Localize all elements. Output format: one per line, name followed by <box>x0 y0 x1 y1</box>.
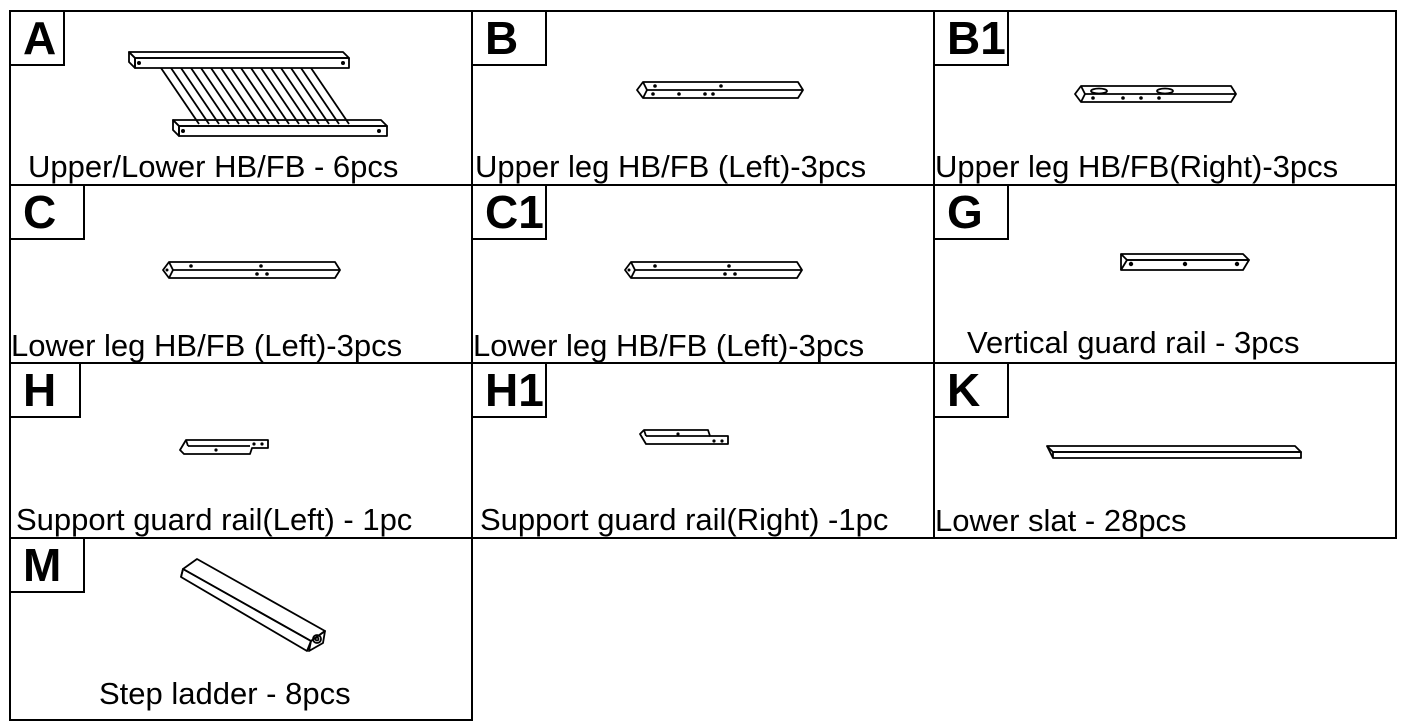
part-caption: Lower leg HB/FB (Left)-3pcs <box>11 328 403 363</box>
part-cell-h1: H1 Support guard rail(Right) -1pc <box>471 362 935 539</box>
part-cell-c1: C1 Lower leg HB/FB (Left)-3pcs <box>471 184 935 364</box>
lower-leg-left-drawing <box>162 261 341 279</box>
part-caption: Lower slat - 28pcs <box>935 503 1187 538</box>
part-letter: M <box>9 537 85 593</box>
part-caption: Upper/Lower HB/FB - 6pcs <box>28 149 399 184</box>
lower-leg-left-drawing-c1 <box>624 261 803 279</box>
part-letter: C1 <box>471 184 547 240</box>
part-caption: Lower leg HB/FB (Left)-3pcs <box>473 328 865 363</box>
part-cell-g: G Vertical guard rail - 3pcs <box>933 184 1397 364</box>
upper-lower-hb-fb-drawing <box>128 51 388 137</box>
part-letter: B1 <box>933 10 1009 66</box>
part-caption: Support guard rail(Right) -1pc <box>480 502 889 537</box>
support-guard-rail-left-drawing <box>179 439 269 455</box>
part-cell-a: A Upper/Lower HB/FB - 6pcs <box>9 10 473 186</box>
part-caption: Upper leg HB/FB(Right)-3pcs <box>935 149 1339 184</box>
part-caption: Vertical guard rail - 3pcs <box>967 325 1300 360</box>
part-letter: A <box>9 10 65 66</box>
part-letter: H1 <box>471 362 547 418</box>
part-letter: H <box>9 362 81 418</box>
support-guard-rail-right-drawing <box>639 429 729 445</box>
step-ladder-drawing <box>180 558 326 652</box>
part-cell-b: B Upper leg HB/FB (Left)-3pcs <box>471 10 935 186</box>
part-cell-c: C Lower leg HB/FB (Left)-3pcs <box>9 184 473 364</box>
part-letter: C <box>9 184 85 240</box>
part-cell-h: H Support guard rail(Left) - 1pc <box>9 362 473 539</box>
part-caption: Upper leg HB/FB (Left)-3pcs <box>475 149 867 184</box>
upper-leg-left-drawing <box>636 81 804 99</box>
vertical-guard-rail-drawing <box>1120 253 1250 271</box>
part-letter: B <box>471 10 547 66</box>
part-caption: Step ladder - 8pcs <box>99 676 351 711</box>
lower-slat-drawing <box>1046 445 1302 459</box>
part-caption: Support guard rail(Left) - 1pc <box>16 502 413 537</box>
part-cell-m: M Step ladder - 8pcs <box>9 537 473 721</box>
part-letter: K <box>933 362 1009 418</box>
part-letter: G <box>933 184 1009 240</box>
part-cell-b1: B1 Upper leg HB/FB(Right)-3pcs <box>933 10 1397 186</box>
upper-leg-right-drawing <box>1074 85 1237 103</box>
part-cell-k: K Lower slat - 28pcs <box>933 362 1397 539</box>
